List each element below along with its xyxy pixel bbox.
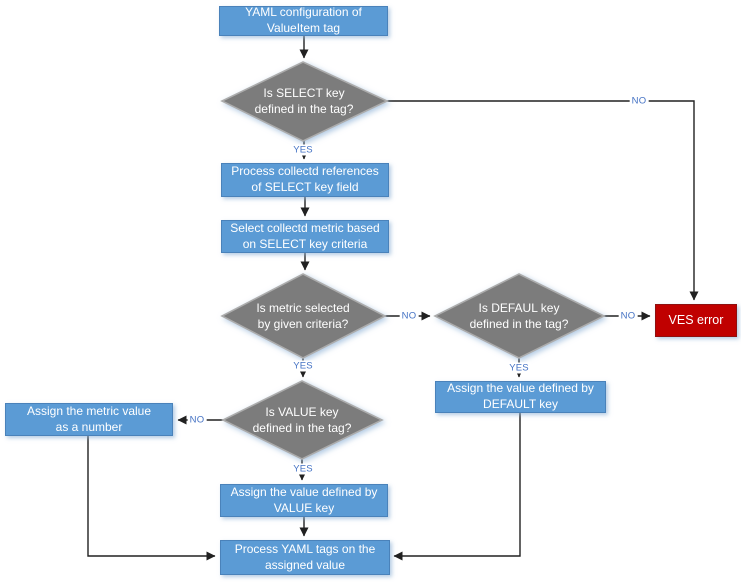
node-yaml-config: YAML configuration of ValueItem tag [219,5,388,36]
edge-label-selectq-no: NO [629,95,649,107]
decision-select-key [220,61,389,142]
edge-label-selectq-yes: YES [291,144,315,156]
decision-value-key [221,380,384,460]
edge-label-defaultq-yes: YES [507,362,531,374]
connector-assignmetric-to-processyaml [87,436,216,561]
node-select-metric: Select collectd metric based on SELECT k… [221,220,389,253]
decision-metric-selected [220,273,387,359]
edge-label-metricq-no: NO [399,310,419,322]
node-process-yaml: Process YAML tags on the assigned value [220,540,390,575]
node-process-references: Process collectd references of SELECT ke… [221,163,389,197]
node-assign-metric: Assign the metric value as a number [5,403,173,436]
connector-selectq-no-to-ves [387,100,699,301]
connector-assigndefault-to-processyaml [393,413,521,561]
node-assign-default: Assign the value defined by DEFAULT key [435,381,606,413]
edge-label-metricq-yes: YES [291,360,315,372]
node-assign-value: Assign the value defined by VALUE key [220,484,388,517]
decision-default-key [433,273,606,359]
node-ves-error: VES error [655,304,737,337]
edge-label-defaultq-no: NO [618,310,638,322]
edge-label-valueq-no: NO [187,414,207,426]
edge-label-valueq-yes: YES [291,463,315,475]
